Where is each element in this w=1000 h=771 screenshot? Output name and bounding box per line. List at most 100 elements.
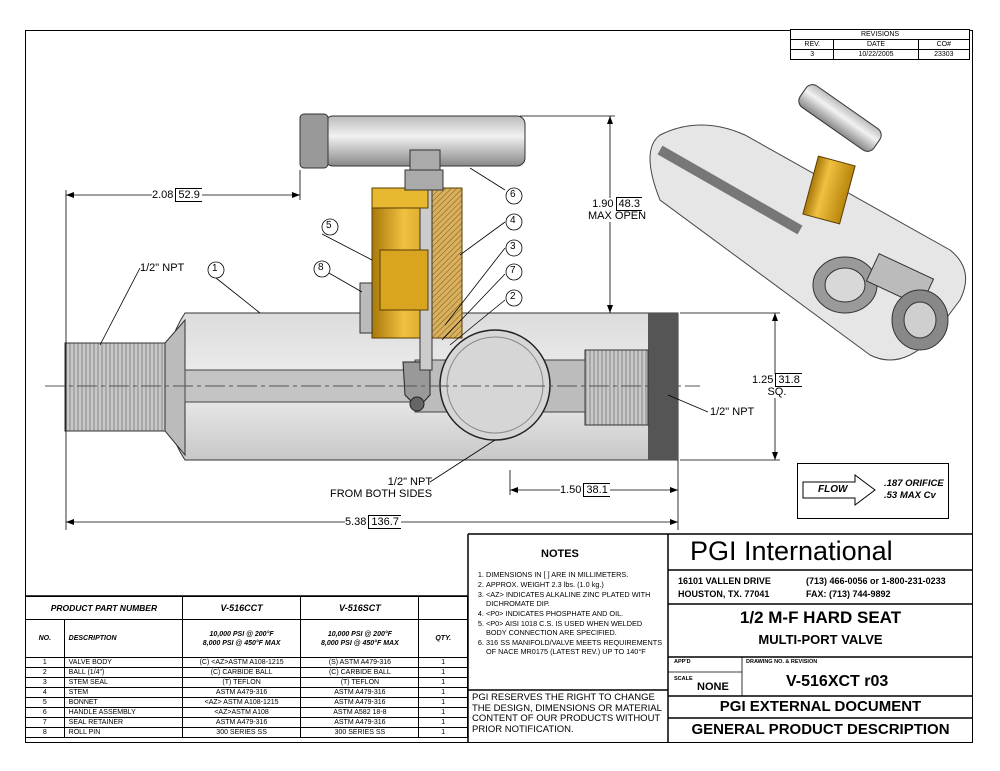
parts-cell-b: (T) TEFLON — [300, 677, 420, 688]
balloon-5: 5 — [326, 220, 332, 231]
flow-label: FLOW — [818, 484, 848, 495]
rev-value: 3 — [789, 49, 835, 60]
parts-cell-b: (C) CARBIDE BALL — [300, 667, 420, 678]
note-item: APPROX. WEIGHT 2.3 lbs. (1.0 kg.) — [486, 580, 664, 589]
scale-value: NONE — [697, 681, 729, 693]
isometric-view — [649, 84, 967, 361]
parts-cell-desc: STEM — [63, 687, 183, 698]
parts-cell-qty: 1 — [418, 657, 468, 668]
drawing-no-label: DRAWING NO. & REVISION — [746, 659, 818, 665]
flow-specs: .187 ORIFICE.53 MAX Cv — [884, 478, 944, 501]
disclaimer: PGI RESERVES THE RIGHT TO CHANGE THE DES… — [472, 692, 662, 735]
parts-cell-qty: 1 — [418, 687, 468, 698]
drawing-title: 1/2 M-F HARD SEAT — [739, 608, 902, 627]
parts-cell-no: 1 — [25, 657, 65, 668]
parts-cell-desc: BONNET — [63, 697, 183, 708]
parts-cell-desc: HANDLE ASSEMBLY — [63, 707, 183, 718]
parts-cell-no: 4 — [25, 687, 65, 698]
parts-cell-no: 7 — [25, 717, 65, 728]
parts-cell-qty: 1 — [418, 697, 468, 708]
balloon-2: 2 — [510, 291, 516, 302]
parts-cell-no: 5 — [25, 697, 65, 708]
parts-cell-a: 300 SERIES SS — [181, 727, 302, 738]
parts-cell-qty: 1 — [418, 727, 468, 738]
parts-cell-desc: STEM SEAL — [63, 677, 183, 688]
parts-cell-a: (C) <AZ>ASTM A108-1215 — [181, 657, 302, 668]
document-description: GENERAL PRODUCT DESCRIPTION — [691, 721, 950, 738]
npt-right-callout: 1/2" NPT — [710, 406, 755, 418]
part-a-header: V-516CCT — [181, 596, 302, 620]
npt-left-callout: 1/2" NPT — [140, 262, 185, 274]
balloon-8: 8 — [318, 262, 324, 273]
note-item: <P0> AISI 1018 C.S. IS USED WHEN WELDED … — [486, 619, 664, 637]
notes-list: DIMENSIONS IN [ ] ARE IN MILLIMETERS. AP… — [468, 570, 668, 657]
col-qty-header: QTY. — [418, 619, 468, 658]
parts-cell-no: 2 — [25, 667, 65, 678]
drawing-number: V-516XCT r03 — [786, 673, 889, 690]
parts-cell-b: ASTM A479-316 — [300, 717, 420, 728]
parts-cell-b: ASTM A479-316 — [300, 687, 420, 698]
revisions-table: REVISIONS REV. DATE CO# 3 10/22/2005 233… — [789, 29, 971, 60]
parts-cell-a: (T) TEFLON — [181, 677, 302, 688]
parts-table: PRODUCT PART NUMBER V-516CCT V-516SCT NO… — [25, 596, 468, 738]
parts-cell-b: ASTM A479-316 — [300, 697, 420, 708]
parts-cell-desc: BALL (1/4") — [63, 667, 183, 678]
balloon-3: 3 — [510, 241, 516, 252]
note-item: 316 SS MANIFOLD/VALVE MEETS REQUIREMENTS… — [486, 638, 664, 656]
notes-title: NOTES — [541, 548, 579, 560]
parts-cell-a: <AZ> ASTM A108-1215 — [181, 697, 302, 708]
parts-cell-no: 3 — [25, 677, 65, 688]
parts-cell-no: 6 — [25, 707, 65, 718]
balloon-1: 1 — [212, 263, 218, 274]
flow-box — [797, 463, 949, 519]
appd-label: APP'D — [674, 659, 691, 665]
parts-cell-no: 8 — [25, 727, 65, 738]
parts-cell-b: ASTM A582 18-8 — [300, 707, 420, 718]
note-item: DIMENSIONS IN [ ] ARE IN MILLIMETERS. — [486, 570, 664, 579]
note-item: <P0> INDICATES PHOSPHATE AND OIL. — [486, 609, 664, 618]
co-value: 23303 — [917, 49, 971, 60]
parts-cell-b: (S) ASTM A479-316 — [300, 657, 420, 668]
parts-cell-qty: 1 — [418, 677, 468, 688]
parts-cell-a: ASTM A479-316 — [181, 687, 302, 698]
part-b-header: V-516SCT — [300, 596, 420, 620]
company-name: PGI International — [690, 536, 893, 566]
parts-cell-b: 300 SERIES SS — [300, 727, 420, 738]
scale-label: SCALE — [674, 676, 693, 682]
parts-cell-a: (C) CARBIDE BALL — [181, 667, 302, 678]
note-item: <AZ> INDICATES ALKALINE ZINC PLATED WITH… — [486, 590, 664, 608]
parts-cell-qty: 1 — [418, 717, 468, 728]
parts-cell-desc: SEAL RETAINER — [63, 717, 183, 728]
drawing-subtitle: MULTI-PORT VALVE — [758, 632, 883, 647]
parts-cell-a: <AZ>ASTM A108 — [181, 707, 302, 718]
parts-cell-qty: 1 — [418, 707, 468, 718]
parts-cell-desc: ROLL PIN — [63, 727, 183, 738]
parts-cell-a: ASTM A479-316 — [181, 717, 302, 728]
balloon-6: 6 — [510, 189, 516, 200]
balloon-4: 4 — [510, 215, 516, 226]
balloon-7: 7 — [510, 265, 516, 276]
parts-cell-qty: 1 — [418, 667, 468, 678]
col-desc-header: DESCRIPTION — [63, 619, 183, 658]
col-no-header: NO. — [25, 619, 65, 658]
parts-cell-desc: VALVE BODY — [63, 657, 183, 668]
